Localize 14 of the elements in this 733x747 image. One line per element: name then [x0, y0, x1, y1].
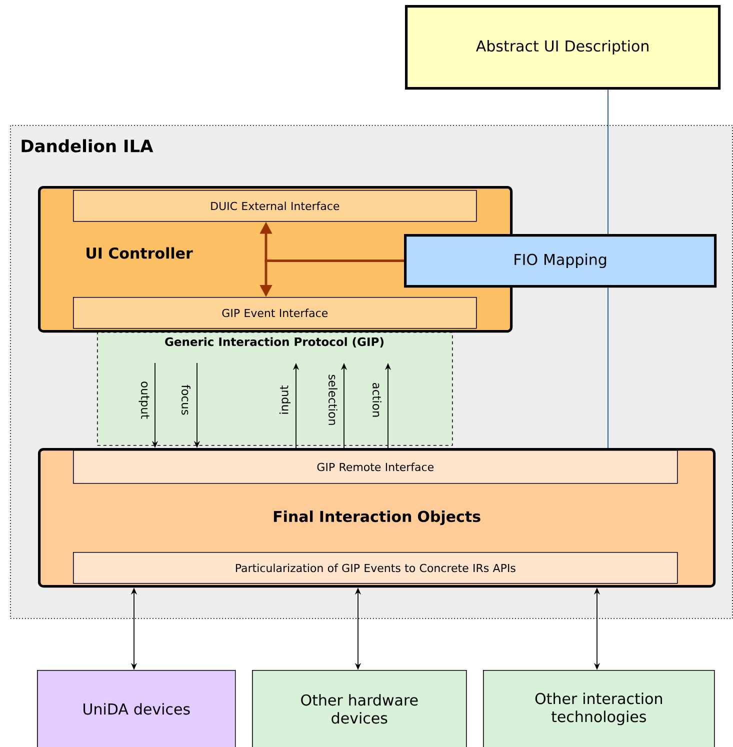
edge-label: input: [279, 385, 291, 414]
edge-label: output: [138, 382, 150, 419]
device-box: Other interaction technologies: [483, 670, 715, 747]
interface-box: GIP Remote Interface: [73, 450, 678, 484]
interface-box: GIP Event Interface: [73, 297, 477, 329]
edge-label: focus: [182, 384, 190, 415]
edge-label: action: [372, 382, 382, 417]
interface-box: Particularization of GIP Events to Concrete IRs APIs: [73, 552, 678, 584]
device-box: Other hardware devices: [252, 670, 467, 747]
description-box: Abstract UI Description: [405, 5, 721, 90]
interface-box: DUIC External Interface: [73, 190, 477, 222]
mapping-box: FIO Mapping: [404, 234, 717, 288]
device-box: UniDA devices: [37, 670, 236, 747]
edge-label: selection: [328, 374, 338, 425]
